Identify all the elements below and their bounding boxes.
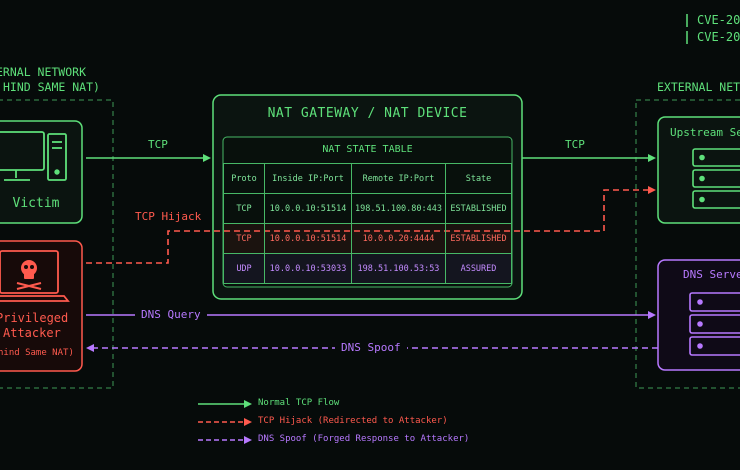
table-row: TCP 10.0.0.10:51514 10.0.0.20:4444 ESTAB… (223, 223, 512, 254)
internal-network-title-2: HIND SAME NAT) (3, 80, 100, 94)
table-row: TCP 10.0.0.10:51514 198.51.100.80:443 ES… (223, 193, 512, 224)
internal-network-region (0, 99, 114, 389)
header-remote: Remote IP:Port (351, 163, 446, 194)
external-network-region (635, 99, 740, 389)
header-inside: Inside IP:Port (264, 163, 352, 194)
table-cell: 10.0.0.10:53033 (264, 253, 352, 284)
cve-label-1: CVE-20 (697, 13, 740, 27)
legend-normal-label: Normal TCP Flow (258, 398, 340, 408)
skull-icon (16, 260, 42, 290)
table-cell: UDP (223, 253, 265, 284)
internal-network-title-1: ERNAL NETWORK (0, 65, 87, 79)
legend-hijack-label: TCP Hijack (Redirected to Attacker) (258, 416, 448, 426)
table-row: UDP 10.0.0.10:53033 198.51.100.53:53 ASS… (223, 253, 512, 284)
tcp-flow-label-left: TCP (148, 138, 168, 151)
dns-server-icon (689, 292, 740, 356)
header-proto: Proto (223, 163, 265, 194)
attacker-label-1: Privileged (0, 311, 69, 325)
external-network-title: EXTERNAL NET (657, 80, 740, 94)
table-cell: 198.51.100.80:443 (351, 193, 446, 224)
cve-label-2: CVE-20 (697, 30, 740, 44)
dns-query-label: DNS Query (135, 308, 207, 321)
tcp-flow-label-right: TCP (565, 138, 585, 151)
table-cell: ESTABLISHED (445, 223, 512, 254)
table-cell: 198.51.100.53:53 (351, 253, 446, 284)
table-cell: ASSURED (445, 253, 512, 284)
nat-table-title: NAT STATE TABLE (322, 144, 413, 155)
attacker-label-3: hind Same NAT) (0, 348, 74, 358)
table-cell: TCP (223, 193, 265, 224)
computer-icon (0, 131, 67, 181)
table-cell: 10.0.0.10:51514 (264, 223, 352, 254)
table-cell: TCP (223, 223, 265, 254)
laptop-icon (0, 250, 70, 302)
table-cell: 10.0.0.10:51514 (264, 193, 352, 224)
attacker-box (0, 240, 83, 372)
victim-box (0, 120, 83, 224)
nat-state-table: Proto Inside IP:Port Remote IP:Port Stat… (223, 163, 512, 284)
dns-spoof-label: DNS Spoof (335, 341, 407, 354)
table-cell: ESTABLISHED (445, 193, 512, 224)
nat-gateway-title: NAT GATEWAY / NAT DEVICE (267, 106, 468, 121)
attacker-label-2: Attacker (3, 326, 61, 340)
table-cell: 10.0.0.20:4444 (351, 223, 446, 254)
dns-server-label: DNS Serve (683, 268, 740, 281)
tcp-hijack-label: TCP Hijack (135, 210, 202, 223)
server-icon (692, 148, 740, 209)
victim-label: Victim (12, 196, 60, 211)
legend-dns-label: DNS Spoof (Forged Response to Attacker) (258, 434, 470, 444)
header-state: State (445, 163, 512, 194)
upstream-server-label: Upstream Se (670, 126, 740, 139)
table-header-row: Proto Inside IP:Port Remote IP:Port Stat… (223, 163, 512, 194)
